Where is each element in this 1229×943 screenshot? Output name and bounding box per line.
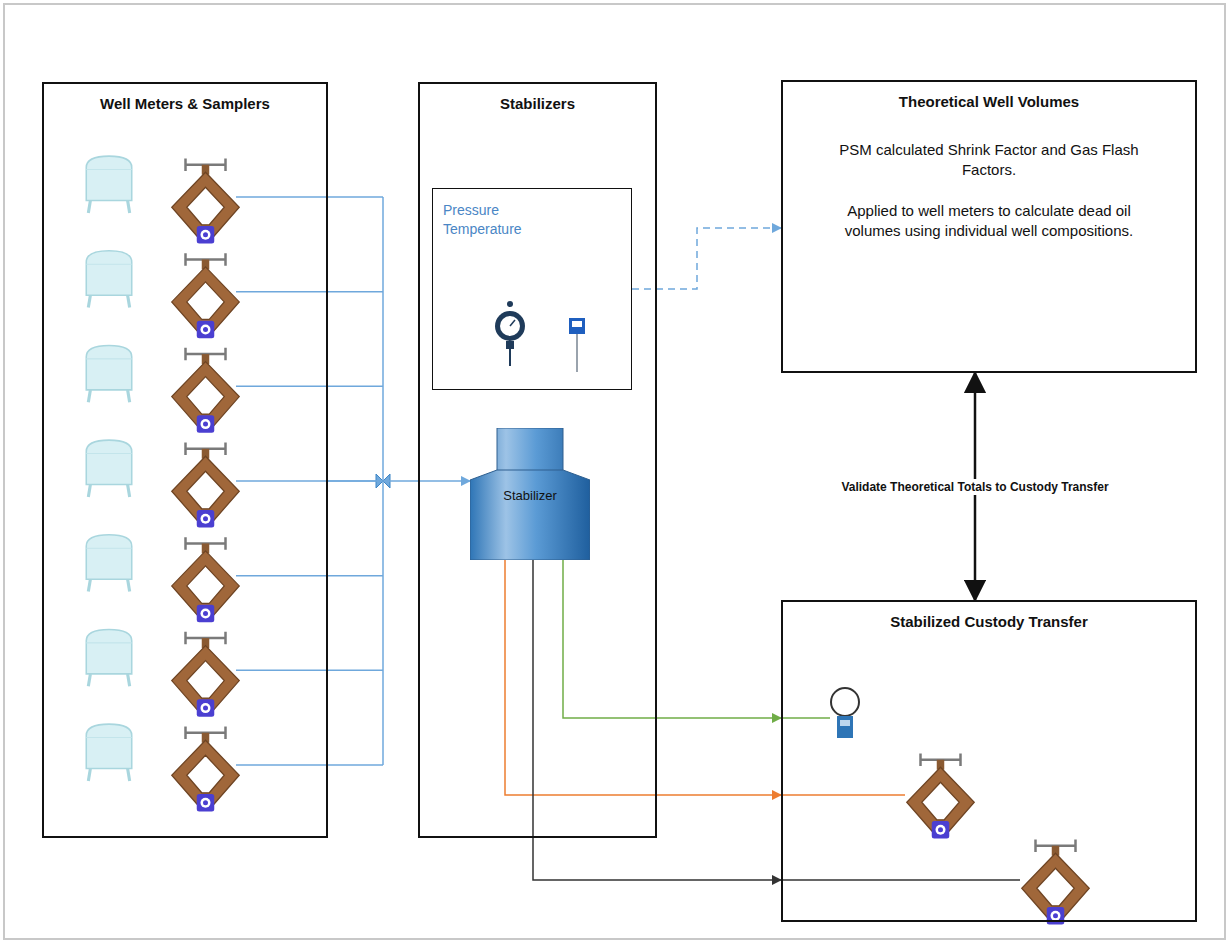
flow-arrow [328, 480, 470, 482]
tank-icon [86, 440, 131, 497]
meter-icon [172, 632, 240, 717]
box-heading: Theoretical Well Volumes [783, 82, 1195, 110]
tank-icon [86, 156, 131, 213]
flow-arrow [533, 560, 781, 880]
flow-arrow [505, 560, 781, 795]
meter-icon [172, 537, 240, 622]
box-body-text: Applied to well meters to calculate dead… [783, 201, 1195, 240]
tank-icon [86, 535, 131, 592]
meter-icon [172, 348, 240, 433]
meter-icon [172, 727, 240, 812]
tank-icon [86, 251, 131, 308]
box-body-text: PSM calculated Shrink Factor and Gas Fla… [783, 140, 1195, 179]
meter-icon [172, 443, 240, 528]
process-box: Theoretical Well VolumesPSM calculated S… [781, 80, 1197, 373]
edge-label: Validate Theoretical Totals to Custody T… [837, 479, 1112, 495]
flow-arrow [563, 560, 781, 718]
instrument-box: Pressure Temperature [432, 188, 632, 390]
tank-icon [86, 724, 131, 781]
box-heading: Stabilizers [420, 84, 655, 112]
box-heading: Well Meters & Samplers [44, 84, 326, 112]
meter-icon [172, 253, 240, 338]
box-heading: Pressure Temperature [433, 189, 543, 239]
box-heading: Stabilized Custody Transfer [783, 602, 1195, 630]
process-box: Stabilized Custody Transfer [781, 600, 1197, 922]
meters-panel: Well Meters & Samplers [42, 82, 328, 838]
dashed-signal-arrow [632, 228, 781, 289]
tank-icon [86, 629, 131, 686]
tank-icon [86, 345, 131, 402]
stabilizer-vessel: Stabilizer [470, 428, 590, 560]
box-heading: Stabilizer [470, 488, 590, 503]
stabilizers-panel: Pressure TemperatureStabilizer Stabilizer… [418, 82, 657, 838]
meter-icon [172, 159, 240, 244]
